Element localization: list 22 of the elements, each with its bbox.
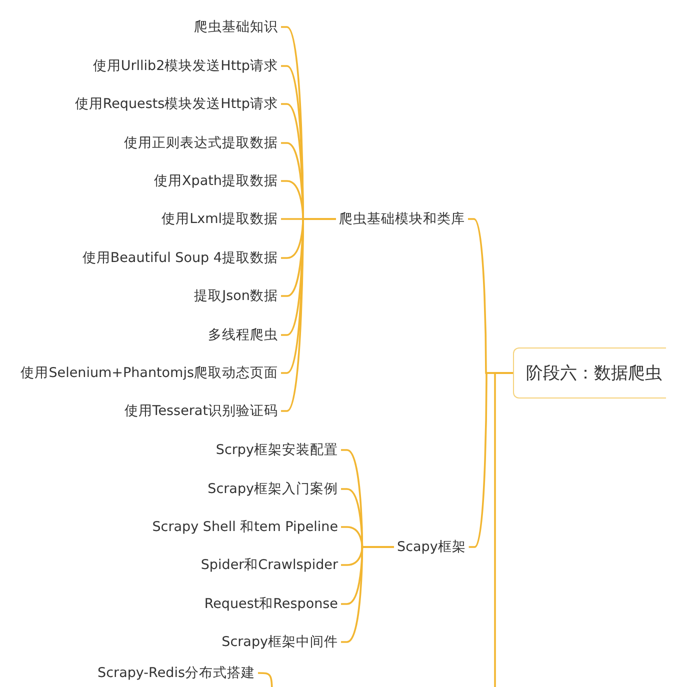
topic-text: 使用Tesserat识别验证码 — [121, 400, 281, 422]
topic-text: 使用Selenium+Phantomjs爬取动态页面 — [18, 362, 281, 384]
topic-text: 多线程爬虫 — [205, 324, 281, 346]
connector-line — [494, 372, 513, 687]
topic-text: 使用Xpath提取数据 — [151, 170, 281, 192]
topic-text: 使用Requests模块发送Http请求 — [72, 94, 281, 114]
topic-text: 使用Beautiful Soup 4提取数据 — [79, 248, 281, 268]
topic-text: 使用Lxml提取数据 — [158, 208, 281, 230]
topic-text: 爬虫基础模块和类库 — [336, 208, 468, 230]
topic-text: Scrapy框架中间件 — [218, 632, 341, 652]
topic-text: 提取Json数据 — [191, 286, 281, 306]
topic-text: 使用Urllib2模块发送Http请求 — [90, 56, 281, 76]
topic-text: 爬虫基础知识 — [191, 16, 281, 38]
topic-text: Scrpy框架安装配置 — [212, 440, 341, 460]
topic-text: 使用正则表达式提取数据 — [121, 132, 281, 154]
topic-text: Scrapy-Redis分布式搭建 — [94, 662, 258, 684]
topic-text: Spider和Crawlspider — [198, 554, 341, 576]
topic-text: Scrapy Shell 和tem Pipeline — [149, 516, 341, 538]
central-topic: 阶段六：数据爬虫 — [513, 348, 666, 398]
topic-text: Request和Response — [201, 594, 341, 614]
topic-text: Scapy框架 — [394, 536, 469, 558]
topic-text: Scrapy框架入门案例 — [204, 478, 341, 500]
